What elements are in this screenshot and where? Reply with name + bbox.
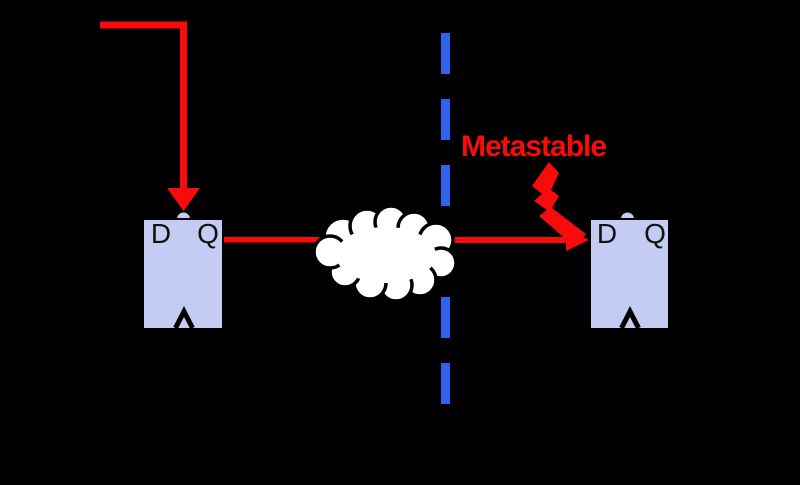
right-ff-q-label: Q [644, 218, 666, 249]
left-ff-d-label: D [151, 218, 171, 249]
ff-top-bump-icon [174, 210, 193, 220]
cloud-inner-fill [336, 227, 436, 283]
clock-arrow-horizontal-segment [100, 21, 187, 29]
arrowhead-icon [167, 188, 200, 211]
clock-edge-wedge-icon [619, 306, 641, 330]
logic-cloud-icon [312, 204, 458, 303]
q-to-cloud-wire [223, 237, 323, 243]
left-flipflop-body [142, 218, 224, 330]
clock-edge-wedge-icon [173, 306, 195, 330]
left-ff-q-label: Q [197, 218, 219, 249]
clock-arrow-vertical-segment [180, 21, 187, 191]
cloud-to-d-wire [452, 237, 570, 243]
lightning-bolt-icon [532, 162, 586, 247]
ff-top-bump-icon [618, 210, 637, 220]
left-flipflop: D Q [142, 210, 224, 330]
clock-signal-arrow [100, 21, 200, 211]
right-ff-d-label: D [597, 218, 617, 249]
right-flipflop: D Q [589, 210, 670, 330]
metastable-label: Metastable [461, 130, 606, 163]
